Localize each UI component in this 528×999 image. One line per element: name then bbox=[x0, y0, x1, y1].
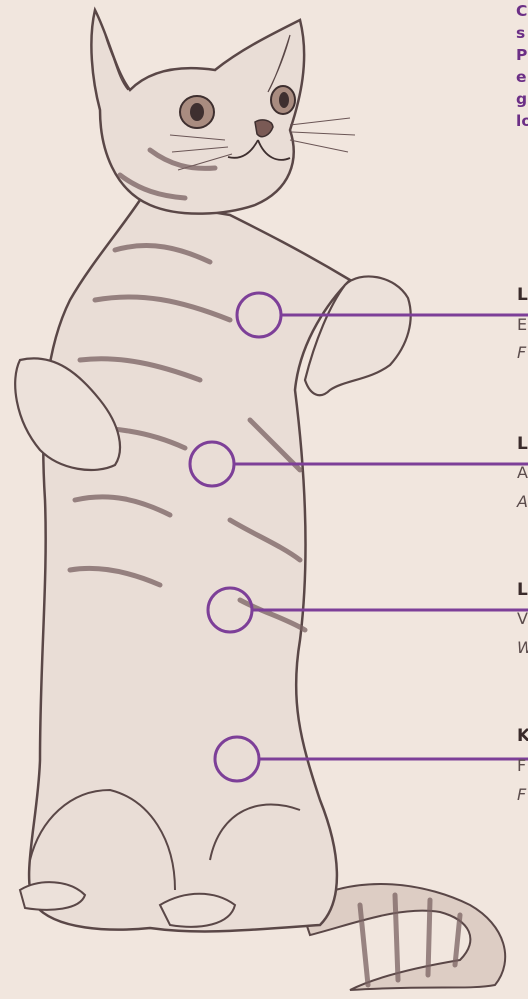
callout-text-3: V bbox=[517, 609, 528, 628]
intro-line: s bbox=[516, 22, 528, 44]
callout-title-4: K bbox=[517, 726, 528, 746]
intro-line: C bbox=[516, 0, 528, 22]
callout-text-2: A bbox=[517, 463, 528, 482]
callout-title-2: L bbox=[517, 434, 528, 454]
intro-line: P bbox=[516, 44, 528, 66]
cat-body bbox=[29, 200, 350, 931]
intro-line: e bbox=[516, 66, 528, 88]
callout-title-3: L bbox=[517, 580, 528, 600]
callout-subtext-4: F bbox=[517, 785, 526, 804]
callout-subtext-1: F bbox=[517, 343, 526, 362]
callout-text-1: E bbox=[517, 315, 527, 334]
intro-line: g bbox=[516, 88, 528, 110]
callout-title-1: L bbox=[517, 285, 528, 305]
intro-line: lo bbox=[516, 110, 528, 132]
callout-subtext-3: W bbox=[517, 638, 528, 657]
intro-text: C s P e g lo bbox=[516, 0, 528, 132]
callout-subtext-2: A bbox=[517, 492, 528, 511]
callout-text-4: F bbox=[517, 756, 526, 775]
